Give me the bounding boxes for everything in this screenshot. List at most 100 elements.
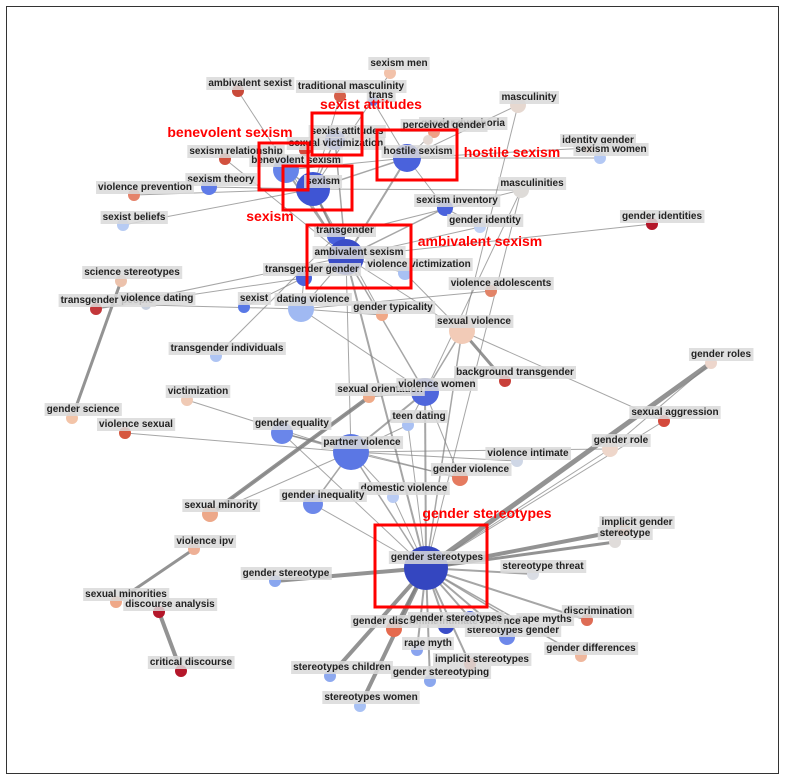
label-violence-victimization: violence victimization (367, 259, 470, 270)
edge-dating_violence-violence_dating (145, 304, 302, 310)
label-bg-discourse-analysis (123, 598, 218, 611)
label-bg-sexism-theory (185, 173, 258, 186)
label-gender-science: gender science (47, 404, 120, 415)
label-transgender: transgender (316, 225, 374, 236)
label-sexism-men: sexism men (370, 58, 427, 69)
highlight-caption-5: gender stereotypes (422, 505, 551, 521)
label-bg-gender-differences (544, 642, 639, 655)
highlight-box-5 (373, 523, 489, 609)
label-bg-implicit-gender (599, 516, 675, 529)
label-gender-role: gender role (594, 435, 649, 446)
label-bg-gender-science (44, 403, 122, 416)
label-critical-discourse: critical discourse (150, 657, 233, 668)
label-bg-violence-adolescents (448, 277, 554, 290)
label-violence-dating: violence dating (121, 293, 194, 304)
label-gender-stereotyping: gender stereotyping (393, 667, 489, 678)
edge-sexism-masculinities (312, 188, 522, 191)
label-dating-violence: dating violence (277, 294, 350, 305)
label-gender-inequality: gender inequality (282, 490, 365, 501)
label-bg-sexist (237, 292, 271, 305)
label-bg-benevolent-sexism (249, 154, 343, 167)
label-trans: trans (369, 90, 394, 101)
label-bg-science-stereotypes (82, 266, 183, 279)
label-stereotype-threat: stereotype threat (502, 561, 584, 572)
label-bg-sexism-inventory (414, 194, 501, 207)
label-sexism: sexism (306, 176, 340, 187)
label-bg-background-transgender (454, 366, 576, 379)
label-violence-adolescents: violence adolescents (451, 278, 552, 289)
label-bg-stereotype-threat (500, 560, 587, 573)
label-bg-sexism (304, 175, 343, 188)
label-sexism-women: sexism women (575, 144, 646, 155)
label-gender-discrimination: gender discrimination (353, 616, 457, 627)
label-bg-rape-myth (402, 637, 454, 650)
label-hostile-sexism: hostile sexism (384, 146, 453, 157)
label-bg-critical-discourse (147, 656, 235, 669)
label-rape-myth: rape myth (404, 638, 452, 649)
edge-teen_dating-gender_stereotypes (407, 424, 427, 569)
edge-sexual_orientation-sexual_minority (209, 396, 370, 515)
label-bg-masculinity (499, 91, 559, 104)
label-sexist: sexist (240, 293, 269, 304)
label-bg-sexism-men (368, 57, 430, 70)
label-gender-identity: gender identity (449, 215, 521, 226)
highlight-box-3 (281, 164, 354, 212)
label-sexist-beliefs: sexist beliefs (103, 212, 166, 223)
edge-hostile_sexism-benevolent_sexism (285, 157, 408, 171)
node-perceived-gender[interactable] (423, 135, 433, 145)
label-bg-transgender (314, 224, 377, 237)
highlight-caption-4: ambivalent sexism (418, 233, 543, 249)
label-bg-transgender-gender (263, 263, 362, 276)
label-bg-stereotypes-children (291, 661, 393, 674)
label-ambivalent-sexist: ambivalent sexist (208, 78, 292, 89)
label-sexual-aggression: sexual aggression (631, 407, 718, 418)
edge-gender_stereotypes-partner_violence (350, 451, 427, 569)
label-violence-ipv: violence ipv (176, 536, 234, 547)
label-bg-sexual-violence (435, 315, 514, 328)
highlight-caption-2: hostile sexism (464, 144, 561, 160)
label-sexual-violence: sexual violence (437, 316, 511, 327)
label-gender-roles: gender roles (691, 349, 751, 360)
label-benevolent-sexism: benevolent sexism (251, 155, 341, 166)
label-bg-gender-violence (430, 463, 512, 476)
label-transgender-gender: transgender gender (265, 264, 359, 275)
label-bg-masculinities (498, 177, 567, 190)
edge-gender_equality-gender_violence (281, 432, 461, 479)
label-discrimination: discrimination (564, 606, 632, 617)
edge-gender_stereotypes-gender_roles (424, 360, 713, 571)
label-stereotypes-children: stereotypes children (293, 662, 391, 673)
label-bg-implicit-stereotypes (433, 653, 532, 666)
label-bg-sexual-aggression (629, 406, 721, 419)
label-bg-gender-stereotyping (390, 666, 492, 679)
label-gender-stereotypes-sub: gender stereotypes (410, 613, 503, 624)
edge-partner_violence-violence_sexual (124, 432, 352, 453)
edge-ambivalent_sexism-violence_women (345, 256, 426, 393)
label-bg-hostile-sexism (381, 145, 455, 158)
label-domestic-violence: domestic violence (361, 483, 448, 494)
label-gender-equality: gender equality (255, 418, 329, 429)
label-violence-women: violence women (398, 379, 475, 390)
label-traditional-masculinity: traditional masculinity (298, 81, 405, 92)
label-violence-prevention: violence prevention (98, 182, 192, 193)
label-bg-sexual-minorities (83, 588, 170, 601)
highlight-layer: sexist attitudes benevolent sexism hostile… (167, 96, 561, 609)
label-bg-violence-dating (118, 292, 196, 305)
label-background-transgender: background transgender (456, 367, 574, 378)
label-partner-violence: partner violence (323, 437, 401, 448)
label-bg-gender-identities (619, 210, 705, 223)
label-violence-intimate: violence intimate (487, 448, 569, 459)
label-stereotypes-women: stereotypes women (324, 692, 417, 703)
label-sexual-minorities: sexual minorities (85, 589, 167, 600)
label-ambivalent-sexism: ambivalent sexism (315, 247, 404, 258)
label-sexism-inventory: sexism inventory (416, 195, 498, 206)
label-bg-violence-intimate (485, 447, 572, 460)
label-bg-sexist-attitudes (308, 125, 386, 138)
label-bg-violence-women (396, 378, 478, 391)
label-bg-gender-stereotypes-sub (407, 612, 505, 625)
label-bg-violence-ipv (174, 535, 237, 548)
label-bg-gender-typicality (351, 301, 436, 314)
label-sexual-minority: sexual minority (184, 500, 258, 511)
label-identity-gender: identity gender (562, 135, 634, 146)
label-sexist-attitudes: sexist attitudes (311, 126, 384, 137)
label-implicit-stereotypes: implicit stereotypes (435, 654, 529, 665)
